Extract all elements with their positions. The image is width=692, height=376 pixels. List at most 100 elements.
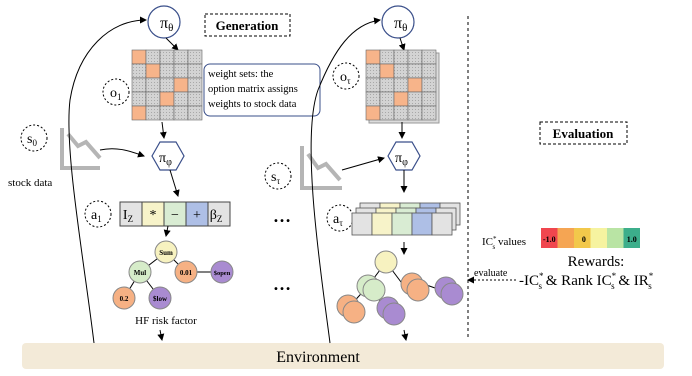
environment-bar <box>22 343 664 369</box>
matrix-cell <box>365 105 381 121</box>
arrow-env-to-policy-right <box>310 17 381 344</box>
arrow-action-to-tree <box>163 225 171 237</box>
stock-chart-icon-left <box>60 128 102 170</box>
matrix-cell <box>393 91 409 107</box>
evaluate-label: evaluate <box>474 268 508 279</box>
matrix-cell <box>131 49 147 65</box>
tree-node-mul <box>128 260 152 284</box>
state-label-stau: sτ <box>271 170 280 186</box>
matrix-cell <box>173 105 189 121</box>
policy-theta-label-left: πθ <box>160 15 173 34</box>
tree-node-001 <box>174 260 198 284</box>
policy-phi-label-left: πφ <box>159 151 172 168</box>
stacked-token <box>351 212 373 236</box>
arrow-factor-to-env-right <box>401 329 409 341</box>
matrix-cell <box>393 49 409 65</box>
matrix-cell <box>159 49 175 65</box>
matrix-cell <box>173 63 189 79</box>
state-label-s0: s0 <box>27 132 37 148</box>
matrix-cell <box>407 91 423 107</box>
action-node-a1 <box>84 200 112 228</box>
weight-note-line2: option matrix assigns <box>208 84 298 95</box>
action-label-atau: aτ <box>333 212 343 228</box>
generation-title-box <box>204 13 291 37</box>
matrix-cell <box>187 49 203 65</box>
colorbar-label: 1.0 <box>627 235 637 244</box>
stock-chart-icon-right <box>300 146 342 190</box>
matrix-cell <box>407 105 423 121</box>
action-token-label: * <box>150 208 157 223</box>
tree-node-02 <box>112 286 136 310</box>
matrix-cell <box>145 105 161 121</box>
matrix-cell <box>421 49 437 65</box>
matrix-cell <box>159 91 175 107</box>
tree-node-sopen <box>210 260 234 284</box>
tree-node-mul-label: Mul <box>134 269 147 277</box>
matrix-cell <box>379 105 395 121</box>
colorbar-cell <box>574 228 591 248</box>
policy-phi-node-right <box>387 141 421 171</box>
ellipsis-middle-bottom: … <box>273 274 291 294</box>
colorbar-cell <box>590 228 607 248</box>
stacked-token <box>371 212 393 236</box>
matrix-cell <box>407 77 423 93</box>
tree-node-sum <box>154 240 178 264</box>
action-token-stack <box>351 202 461 236</box>
factor-tree-left: Sum Mul 0.01 $open 0.2 $low <box>112 240 234 310</box>
tree-node-slow <box>148 286 172 310</box>
matrix-cell <box>407 49 423 65</box>
rewards-title: Rewards: <box>568 254 625 270</box>
colorbar-cell <box>607 228 624 248</box>
matrix-cell <box>365 77 381 93</box>
matrix-cell <box>159 105 175 121</box>
observation-node-otau <box>332 62 360 90</box>
factor-trees-right <box>336 250 464 326</box>
matrix-cell <box>145 91 161 107</box>
colorbar-cell <box>541 228 558 248</box>
matrix-cell <box>131 91 147 107</box>
matrix-cell <box>187 105 203 121</box>
arrow-env-to-policy-left <box>68 16 147 344</box>
matrix-cell <box>173 91 189 107</box>
matrix-cell <box>159 77 175 93</box>
matrix-cell <box>421 91 437 107</box>
matrix-cell <box>145 77 161 93</box>
stacked-token <box>411 212 433 236</box>
evaluation-title-box <box>539 121 628 145</box>
option-matrix-left <box>131 49 203 121</box>
matrix-cell <box>131 77 147 93</box>
matrix-cell <box>145 49 161 65</box>
matrix-cell <box>173 49 189 65</box>
matrix-cell <box>187 63 203 79</box>
ellipsis-middle-top: … <box>273 206 291 226</box>
matrix-cell <box>365 63 381 79</box>
matrix-cell <box>187 91 203 107</box>
weight-note-line1: weight sets: the <box>208 69 274 80</box>
hf-risk-factor-label: HF risk factor <box>135 315 197 327</box>
arrow-phi-to-action-left <box>169 169 180 197</box>
colorbar-label: -1.0 <box>543 235 556 244</box>
arrow-stock-to-phi-left <box>99 148 145 158</box>
weight-note-line3: weights to stock data <box>208 99 297 110</box>
matrix-cell <box>379 63 395 79</box>
matrix-cell <box>393 105 409 121</box>
tree-node-02-label: 0.2 <box>120 295 129 303</box>
colorbar-cell <box>623 228 640 248</box>
arrow-matrix-to-phi-left <box>159 121 167 139</box>
action-token <box>207 201 231 227</box>
observation-node-o1 <box>102 78 130 106</box>
matrix-cell <box>159 63 175 79</box>
weight-note-box <box>203 63 321 117</box>
tree-right-node-7 <box>440 282 464 306</box>
matrix-cell <box>407 63 423 79</box>
action-token-label: − <box>171 208 179 223</box>
action-token-sequence: IZ*−+βZ <box>119 201 231 227</box>
evaluation-title: Evaluation <box>553 126 614 141</box>
arrow-stock-to-phi-right <box>341 156 385 171</box>
policy-phi-node-left <box>151 141 185 171</box>
arrow-policy-to-matrix-right <box>398 37 406 51</box>
arrow-factor-to-env-left <box>157 329 165 341</box>
